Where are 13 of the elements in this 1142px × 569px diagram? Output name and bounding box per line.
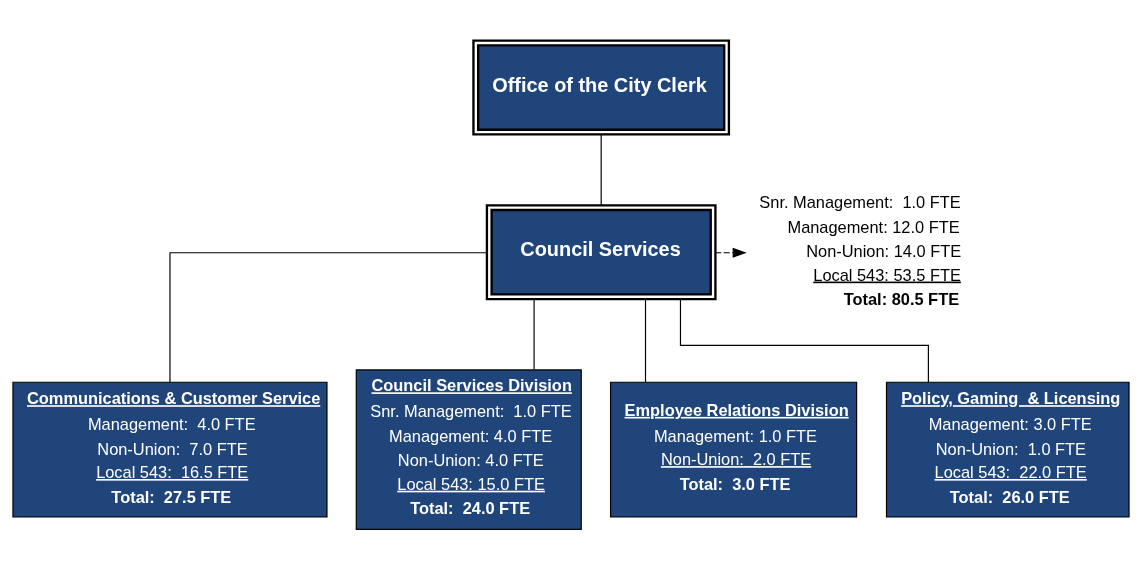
connector — [533, 298, 535, 370]
node-box: Employee Relations Division Management: 1.0 FTE Non-Union: 2.0 FTE Total: 3.0 FTE — [609, 381, 858, 518]
node-text: Snr. Management: 1.0 FTE Management: 12.0 FTE Non-Union: 14.0 FTE Local 543: 53.5 FTE Total: 80.5 FTE — [759, 192, 962, 308]
connector — [644, 298, 647, 383]
node-box: Council Services Division Snr. Management: 1.0 FTE Management: 4.0 FTE Non-Union: 4.0 FTE Local 543: 15.0 FTE Total: 24.0 FTE — [355, 368, 582, 530]
arrow — [715, 247, 747, 258]
connector — [679, 298, 929, 383]
node-box: Council Services — [485, 203, 717, 300]
node-box: Policy, Gaming & Licensing Management: 3.0 FTE Non-Union: 1.0 FTE Local 543: 22.0 FTE Total: 26.0 FTE — [885, 381, 1130, 518]
connector — [600, 133, 602, 206]
node-box: Communications & Customer Service Management: 4.0 FTE Non-Union: 7.0 FTE Local 543: 16.5 FTE Total: 27.5 FTE — [12, 381, 328, 518]
node-box: Office of the City Clerk — [472, 39, 731, 136]
connector — [169, 251, 488, 382]
